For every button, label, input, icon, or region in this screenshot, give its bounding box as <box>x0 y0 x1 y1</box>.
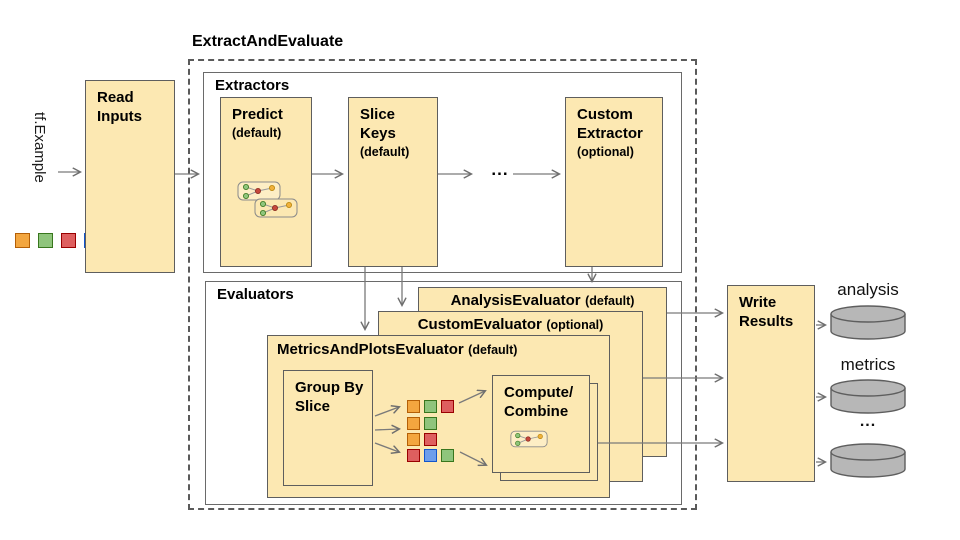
extractors-label: Extractors <box>215 77 290 94</box>
more-extractors-ellipsis: ... <box>491 160 509 179</box>
predict-qualifier: (default) <box>232 125 282 140</box>
analysis-evaluator-label: AnalysisEvaluator <box>450 292 581 309</box>
custom-evaluator-label: CustomEvaluator <box>417 316 542 333</box>
analysis-output-label: analysis <box>837 280 899 299</box>
read-inputs-box: Read Inputs <box>85 80 175 273</box>
group-by-slice-box: Group By Slice <box>283 370 373 486</box>
custom-evaluator-qualifier: (optional) <box>546 318 604 332</box>
metrics-output-label: metrics <box>840 355 896 374</box>
custom-extractor-box: Custom Extractor (optional) <box>565 97 663 267</box>
slice-keys-extractor-box: Slice Keys (default) <box>348 97 438 267</box>
model-graph-icon <box>510 430 548 448</box>
metrics-and-plots-evaluator-qualifier: (default) <box>468 343 518 357</box>
model-graph-icon <box>237 181 281 201</box>
slice-keys-qualifier: (default) <box>360 144 410 159</box>
slice-group-row <box>407 400 454 413</box>
write-results-box: Write Results <box>727 285 815 482</box>
analysis-evaluator-qualifier: (default) <box>585 294 635 308</box>
compute-combine-box: Compute/ Combine <box>492 375 590 473</box>
slice-keys-label: Slice Keys <box>360 106 396 142</box>
predict-label: Predict <box>232 106 283 123</box>
green-square <box>38 233 53 248</box>
extract-and-evaluate-container <box>188 59 697 510</box>
orange-square <box>407 433 420 446</box>
compute-combine-label-line2: Combine <box>504 402 569 420</box>
analysis-database-cylinder <box>830 305 906 340</box>
compute-combine-label-line1: Compute/ <box>504 384 574 401</box>
more-outputs-ellipsis: ... <box>859 413 877 430</box>
green-square <box>424 400 437 413</box>
slice-group-row <box>407 449 454 462</box>
orange-square <box>15 233 30 248</box>
orange-square <box>407 400 420 413</box>
red-square <box>407 449 420 462</box>
blue-square <box>424 449 437 462</box>
green-square <box>424 417 437 430</box>
evaluators-label: Evaluators <box>217 286 294 303</box>
metrics-and-plots-evaluator-label: MetricsAndPlotsEvaluator <box>277 341 464 358</box>
red-square <box>424 433 437 446</box>
tf-example-label: tf.Example <box>31 112 48 183</box>
predict-extractor-box: Predict (default) <box>220 97 312 267</box>
diagram-title: ExtractAndEvaluate <box>192 33 344 50</box>
metrics-database-cylinder <box>830 379 906 414</box>
orange-square <box>407 417 420 430</box>
slice-group-row <box>407 433 437 446</box>
red-square <box>441 400 454 413</box>
custom-extractor-label: Custom Extractor <box>577 106 643 142</box>
more-database-cylinder <box>830 443 906 478</box>
read-inputs-label: Read Inputs <box>97 89 142 125</box>
slice-group-row <box>407 417 437 430</box>
green-square <box>441 449 454 462</box>
model-graph-icon <box>254 198 298 218</box>
group-by-slice-label: Group By Slice <box>295 379 364 415</box>
write-results-label: Write Results <box>739 294 794 330</box>
custom-extractor-qualifier: (optional) <box>577 144 634 159</box>
red-square <box>61 233 76 248</box>
